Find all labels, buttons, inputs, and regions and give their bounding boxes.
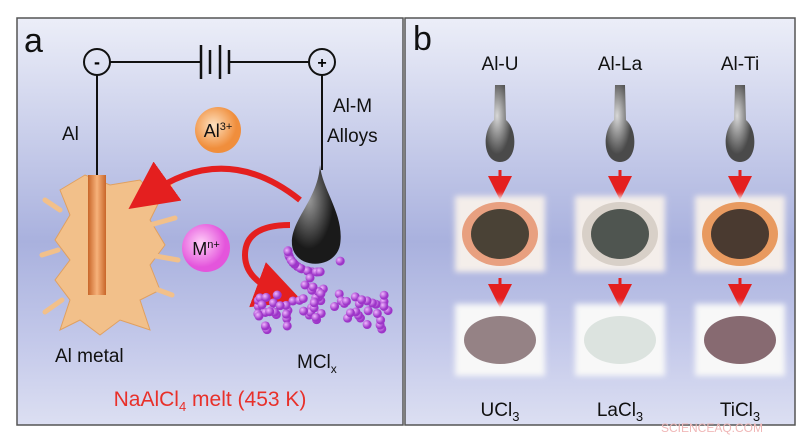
mcl-particle — [275, 301, 285, 311]
positive-sign: + — [317, 55, 326, 72]
mcl-particle — [372, 308, 382, 318]
mcl-particle — [261, 292, 271, 302]
alloy-sample-photo — [725, 85, 755, 162]
panel-letter: b — [413, 20, 432, 58]
right-electrode-label-1: Al-M — [333, 96, 372, 117]
negative-sign: - — [94, 52, 100, 72]
mcl-particle — [265, 307, 275, 317]
mcl-particle — [335, 256, 345, 266]
al-ion-label: Al3+ — [204, 121, 233, 141]
mcl-particle — [345, 308, 355, 318]
mcl-particle — [362, 320, 372, 330]
mcl-particle — [379, 301, 389, 311]
left-electrode-label: Al — [62, 124, 79, 145]
mcl-particle — [298, 294, 308, 304]
alloy-label: Al-U — [482, 54, 519, 75]
mcl-particle — [300, 280, 310, 290]
m-ion-label: Mn+ — [192, 239, 220, 259]
mcl-particle — [260, 321, 270, 331]
m-ion-arrow — [241, 222, 303, 308]
alloy-label: Al-La — [598, 54, 643, 75]
mcl-particle — [316, 289, 326, 299]
mcl-particle — [257, 300, 267, 310]
battery-icon — [199, 45, 231, 79]
mcl-particle — [288, 296, 298, 306]
al-ion — [195, 107, 241, 153]
mcl-particle — [379, 290, 389, 300]
mcl-particle — [281, 309, 291, 319]
sample-column: Al-U UCl3 — [455, 54, 545, 424]
panel-a: a - + Al Al-M Alloys Al3+ Mn+ — [16, 17, 404, 426]
mcl-particle — [268, 298, 278, 308]
product-label: UCl3 — [481, 400, 520, 424]
alloy-label: Al-Ti — [721, 54, 759, 75]
mcl-particle — [299, 306, 309, 316]
mcl-particles — [253, 246, 393, 335]
mcl-particle — [357, 295, 367, 305]
watermark: SCIENCEAQ.COM — [661, 421, 763, 435]
mcl-particle — [288, 258, 298, 268]
mcl-particle — [363, 306, 373, 316]
mcl-particle — [309, 298, 319, 308]
cathode-product-label: Al metal — [55, 346, 124, 367]
mcl-particle — [311, 312, 321, 322]
product-label: TiCl3 — [720, 400, 760, 424]
right-electrode-label-2: Alloys — [327, 126, 378, 147]
mcl-particle — [330, 302, 340, 312]
product-label: LaCl3 — [597, 400, 643, 424]
mcl-particle — [272, 290, 282, 300]
mcl-particle — [334, 289, 344, 299]
mcl-particle — [254, 311, 264, 321]
alloy-anode — [291, 165, 341, 264]
electrolyte-label: NaAlCl4 melt (453 K) — [114, 388, 307, 414]
anode-product-label: MClx — [297, 352, 337, 376]
alloy-sample-photo — [605, 85, 635, 162]
m-ion — [182, 224, 230, 272]
mcl-particle — [308, 282, 318, 292]
mcl-particle — [305, 273, 315, 283]
mcl-particle — [282, 321, 292, 331]
al-ion-arrow — [128, 161, 302, 209]
mcl-particle — [283, 247, 293, 257]
alloy-sample-photo — [485, 85, 515, 162]
mcl-particle — [302, 266, 312, 276]
mcl-particle — [315, 267, 325, 277]
mcl-particle — [342, 296, 352, 306]
panel-letter: a — [24, 22, 43, 60]
